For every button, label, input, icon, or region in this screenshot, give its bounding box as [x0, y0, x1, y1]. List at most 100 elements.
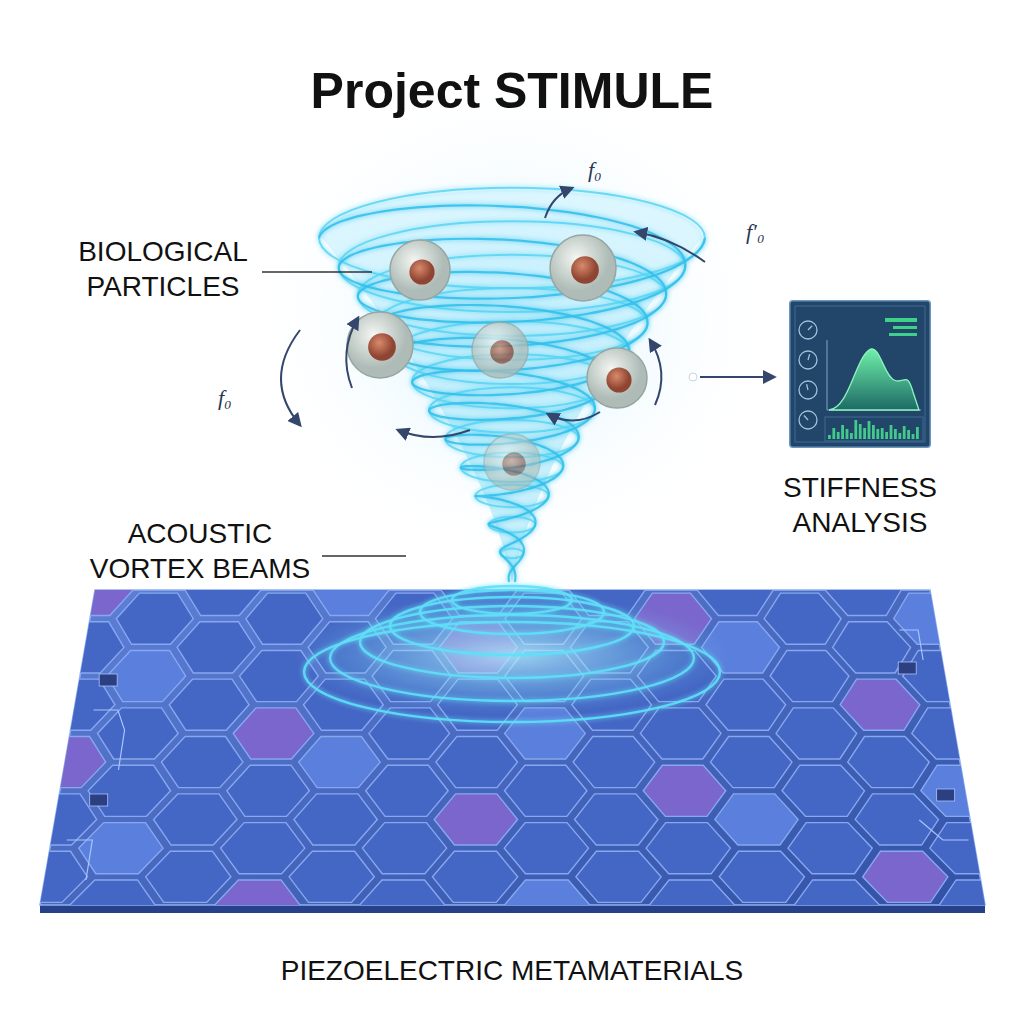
rotation-arrow — [346, 318, 358, 388]
histogram-bar — [828, 435, 831, 439]
rotation-arrow — [636, 232, 705, 262]
histogram-bar — [846, 429, 849, 439]
cell-membrane — [484, 434, 540, 490]
cell-nucleus — [502, 452, 526, 476]
hex-cell — [640, 708, 721, 759]
rotation-arrow — [281, 330, 300, 425]
chart-axis — [827, 340, 828, 410]
hex-cell — [504, 765, 586, 816]
hex-cell — [930, 823, 1014, 874]
hex-cell — [214, 880, 300, 915]
hex-cell — [107, 650, 186, 701]
hex-cell — [939, 880, 1024, 915]
hex-cell — [964, 622, 1024, 673]
chart-bar — [889, 333, 917, 336]
histogram-bar — [881, 428, 884, 439]
chip — [898, 662, 916, 674]
hex-cell — [46, 622, 124, 673]
histogram-bar — [885, 432, 888, 439]
hex-cell — [146, 851, 231, 902]
histogram-bar — [903, 426, 906, 439]
hex-cell — [995, 794, 1024, 845]
signal-arrow — [700, 376, 774, 378]
hex-cell — [431, 909, 518, 915]
hex-cell — [646, 823, 730, 874]
hex-cell — [764, 593, 841, 644]
rotation-arrow — [545, 188, 572, 218]
hex-cells — [0, 560, 1024, 915]
cell-nucleus — [409, 259, 434, 284]
part-label: ACOUSTIC VORTEX BEAMS — [80, 516, 320, 586]
hex-cell — [505, 560, 580, 587]
histogram-bar — [841, 425, 844, 439]
hex-cell — [169, 679, 249, 730]
leader-line — [322, 555, 406, 557]
hex-cell — [576, 851, 661, 902]
hex-cell — [575, 794, 658, 845]
histogram-bar — [832, 428, 835, 439]
hex-cell — [953, 564, 1024, 615]
hex-cell — [504, 880, 590, 915]
hex-cell — [719, 851, 804, 902]
biological-particles — [347, 235, 647, 490]
hex-cell — [855, 794, 938, 845]
node-label: PIEZOELECTRIC METAMATERIALS — [281, 953, 744, 988]
chart-bar — [893, 326, 917, 329]
cell-membrane — [472, 322, 528, 378]
cell-membrane — [550, 235, 616, 301]
histogram-bar — [890, 425, 893, 439]
vortex-rings — [319, 188, 705, 582]
rotation-arrow — [398, 430, 470, 437]
title-area: Project STIMULE — [0, 62, 1024, 120]
hex-cell — [221, 823, 305, 874]
hex-cell — [154, 794, 237, 845]
label-holder: ACOUSTIC VORTEX BEAMS — [80, 516, 320, 586]
hex-cell — [505, 708, 586, 759]
hex-cell — [88, 765, 170, 816]
hex-cell — [782, 765, 864, 816]
vortex-spiral — [319, 205, 685, 582]
analysis-node: STIFFNESS ANALYSIS — [768, 300, 952, 540]
chip — [99, 674, 117, 686]
hex-cell — [788, 823, 872, 874]
histogram-frame — [825, 417, 923, 441]
histogram-bar — [863, 428, 866, 439]
label-holder: BIOLOGICAL PARTICLES — [58, 234, 268, 304]
gauge-needle — [807, 384, 808, 390]
hex-cell — [69, 880, 155, 915]
histogram-bar — [872, 425, 875, 439]
hex-cell — [577, 909, 664, 915]
hex-cell — [770, 650, 849, 701]
hex-cell — [432, 851, 517, 902]
hex-cell — [985, 737, 1024, 788]
vortex-base-rings — [304, 586, 720, 722]
gauge — [799, 381, 817, 399]
hex-cell — [715, 794, 798, 845]
hex-cell — [1017, 909, 1024, 915]
frequency-symbol: f₀ — [218, 386, 262, 410]
hex-cell — [294, 794, 377, 845]
hex-cell — [758, 560, 833, 587]
cell-nucleus — [606, 367, 631, 392]
node-label: STIFFNESS ANALYSIS — [768, 470, 952, 540]
circuit-trace — [919, 820, 968, 840]
circuit-trace — [94, 710, 125, 770]
histogram-bar — [850, 433, 853, 439]
hex-cell — [706, 679, 786, 730]
frequency-symbol: f′₀ — [746, 220, 796, 244]
hex-cell — [379, 560, 454, 587]
hex-cell — [912, 708, 993, 759]
histogram-bar — [898, 433, 901, 439]
cell — [472, 322, 528, 378]
rotation-arrow — [650, 340, 661, 405]
histogram-bar — [868, 421, 871, 439]
histogram-bar — [854, 420, 857, 439]
vortex-spiral — [339, 238, 705, 582]
rotation-arrows — [281, 188, 705, 437]
hex-cell — [0, 560, 74, 587]
hex-cell — [0, 880, 11, 915]
hex-cell — [359, 880, 445, 915]
hex-cell — [863, 851, 948, 902]
cell — [390, 240, 450, 300]
cell-membrane — [587, 348, 647, 408]
